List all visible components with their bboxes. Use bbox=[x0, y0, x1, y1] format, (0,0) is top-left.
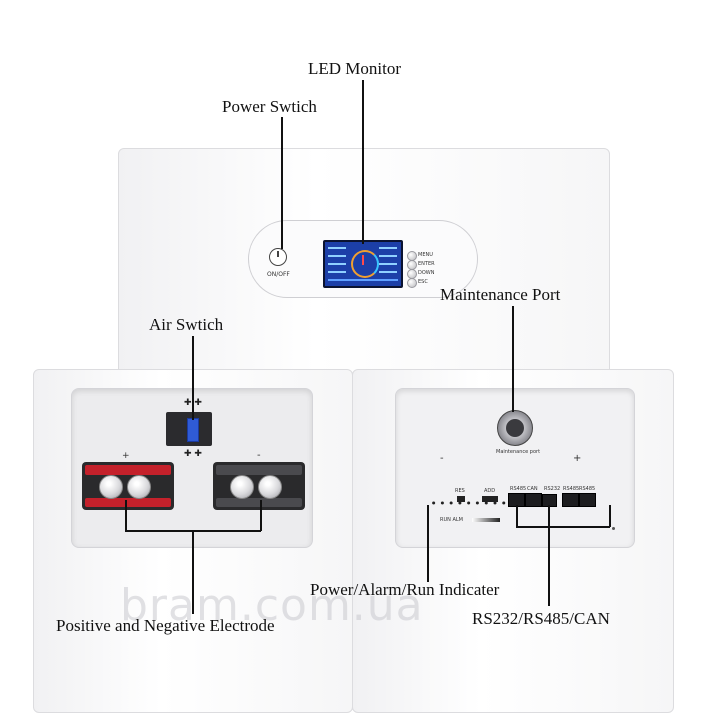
enter-button-label: ENTER bbox=[418, 261, 435, 267]
air-switch-leader bbox=[192, 336, 194, 420]
ports-bracket-h bbox=[516, 526, 610, 528]
port-label: RS485 bbox=[579, 486, 596, 492]
negative-terminal-cap bbox=[216, 498, 302, 507]
maintenance-port-caption: Maintenance port bbox=[496, 449, 541, 455]
led-monitor-label: LED Monitor bbox=[308, 59, 402, 78]
res-button[interactable] bbox=[457, 496, 465, 502]
screen-row bbox=[328, 271, 346, 273]
maintenance-leader bbox=[512, 306, 514, 412]
indicator-label: Power/Alarm/Run Indicater bbox=[310, 580, 500, 599]
screen-row bbox=[379, 263, 397, 265]
power-icon bbox=[277, 251, 279, 257]
positive-sign: + bbox=[122, 451, 130, 461]
rs232-port[interactable] bbox=[542, 494, 557, 507]
maintenance-port-pins bbox=[506, 419, 524, 437]
down-button-label: DOWN bbox=[418, 270, 435, 276]
run-alm-label: RUN ALM bbox=[440, 517, 463, 523]
positive-terminal-cap bbox=[85, 498, 171, 507]
rs485-port[interactable] bbox=[562, 493, 579, 507]
screen-row bbox=[328, 255, 346, 257]
menu-button-label: MENU bbox=[418, 252, 433, 258]
screen-needle bbox=[362, 255, 364, 265]
side-indicator-dot bbox=[612, 527, 615, 530]
screen-row bbox=[379, 255, 397, 257]
screen-status-bar bbox=[328, 279, 398, 281]
screen-gauge bbox=[351, 250, 379, 278]
screen-row bbox=[379, 271, 397, 273]
right-plus-sign: + bbox=[573, 453, 582, 464]
port-label: CAN bbox=[527, 486, 538, 492]
port-label: RS485 bbox=[510, 486, 527, 492]
indicator-leds: ● ● ● ● ● ● ● ● ● ● bbox=[432, 500, 517, 505]
power-caption: ON/OFF bbox=[267, 271, 290, 278]
power-switch-leader bbox=[281, 117, 283, 249]
ports-bracket-left bbox=[516, 505, 518, 527]
air-switch-toggle[interactable] bbox=[187, 418, 199, 442]
add-label: ADD bbox=[484, 488, 496, 494]
watermark: bram.com.ua bbox=[120, 580, 424, 631]
screen-row bbox=[328, 247, 346, 249]
ports-leader-v bbox=[548, 526, 550, 606]
negative-terminal-cap bbox=[216, 465, 302, 475]
led-monitor-leader bbox=[362, 80, 364, 244]
positive-terminal-cap bbox=[85, 465, 171, 475]
maintenance-port-connector[interactable] bbox=[497, 410, 533, 446]
electrode-bracket-h bbox=[125, 530, 261, 532]
rs485-port[interactable] bbox=[579, 493, 596, 507]
ports-bracket-mid bbox=[548, 505, 550, 527]
soc-bar bbox=[472, 518, 500, 522]
negative-bolt bbox=[258, 475, 282, 499]
port-label: RS485 bbox=[563, 486, 580, 492]
maintenance-port-label: Maintenance Port bbox=[440, 285, 561, 304]
right-minus-sign: - bbox=[440, 453, 444, 464]
indicator-leader-v bbox=[427, 505, 429, 582]
air-switch-label: Air Swtich bbox=[149, 315, 224, 334]
res-label: RES bbox=[455, 488, 465, 494]
ports-bracket-right bbox=[609, 505, 611, 527]
positive-bolt bbox=[127, 475, 151, 499]
electrode-label: Positive and Negative Electrode bbox=[56, 616, 275, 635]
negative-bolt bbox=[230, 475, 254, 499]
port-label: RS232 bbox=[544, 486, 561, 492]
can-port[interactable] bbox=[525, 493, 542, 507]
air-switch-screws-bottom: ✚ ✚ bbox=[184, 449, 202, 459]
screen-row bbox=[328, 263, 346, 265]
negative-sign: - bbox=[257, 450, 261, 461]
screen-row bbox=[379, 247, 397, 249]
power-switch-label: Power Swtich bbox=[222, 97, 317, 116]
esc-button-label: ESC bbox=[418, 279, 428, 285]
positive-bolt bbox=[99, 475, 123, 499]
esc-button[interactable] bbox=[407, 278, 417, 288]
electrode-bracket-left bbox=[125, 500, 127, 531]
electrode-bracket-right bbox=[260, 500, 262, 531]
power-button[interactable] bbox=[269, 248, 287, 266]
led-screen bbox=[323, 240, 403, 288]
add-dip-switch[interactable] bbox=[482, 496, 498, 502]
electrode-leader-vertical bbox=[192, 530, 194, 614]
comm-ports-label: RS232/RS485/CAN bbox=[472, 609, 610, 628]
